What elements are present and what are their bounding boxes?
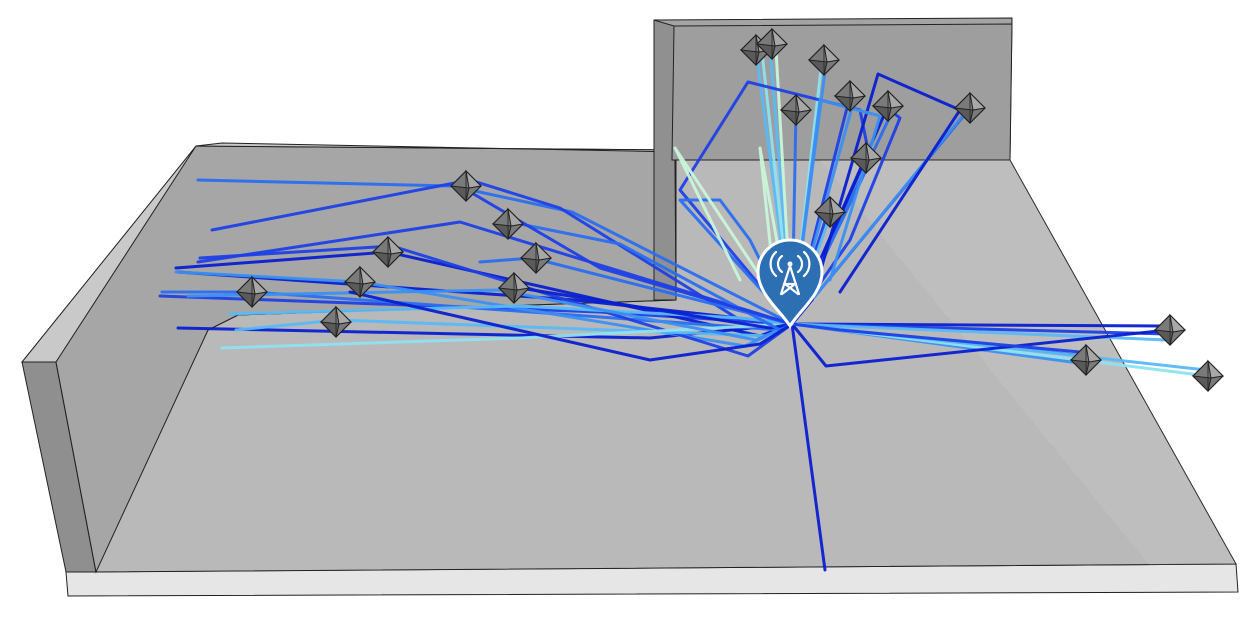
receiver-octahedron-icon[interactable] (833, 79, 867, 112)
back-wall-left (55, 145, 677, 574)
receiver-octahedron-icon[interactable] (871, 89, 905, 122)
ray-path (790, 322, 1170, 368)
ray-path (348, 290, 794, 362)
receiver-octahedron-icon[interactable] (1069, 343, 1103, 376)
receiver-octahedron-icon[interactable] (849, 141, 883, 174)
ray-path (518, 286, 794, 330)
receiver-octahedron-icon[interactable] (953, 91, 987, 124)
receiver-octahedron-icon[interactable] (235, 275, 269, 308)
ray-path (673, 146, 794, 326)
transmitter[interactable] (756, 238, 824, 329)
receiver-octahedron-icon[interactable] (519, 241, 553, 274)
receiver-octahedron-icon[interactable] (371, 235, 405, 268)
receiver-octahedron-icon[interactable] (779, 93, 813, 126)
receiver-octahedron-icon[interactable] (813, 195, 847, 228)
receiver-octahedron-icon[interactable] (449, 169, 483, 202)
receiver-octahedron-icon[interactable] (491, 207, 525, 240)
receiver-octahedron-icon[interactable] (319, 305, 353, 338)
receiver-octahedron-icon[interactable] (1191, 359, 1225, 392)
ray-path (790, 322, 1082, 354)
receiver-octahedron-icon[interactable] (343, 265, 377, 298)
receiver-octahedron-icon[interactable] (497, 271, 531, 304)
receiver-octahedron-icon[interactable] (755, 27, 789, 60)
receiver-octahedron-icon[interactable] (807, 43, 841, 76)
ray-path (186, 288, 794, 342)
cell-tower-icon (769, 250, 811, 296)
ray-path (196, 178, 794, 326)
ray-path (198, 244, 794, 358)
receiver-octahedron-icon[interactable] (1153, 313, 1187, 346)
receivers (235, 27, 1225, 392)
floor-highlight (820, 160, 1236, 566)
ray-path (790, 322, 827, 572)
back-wall-tall-side (653, 19, 677, 301)
